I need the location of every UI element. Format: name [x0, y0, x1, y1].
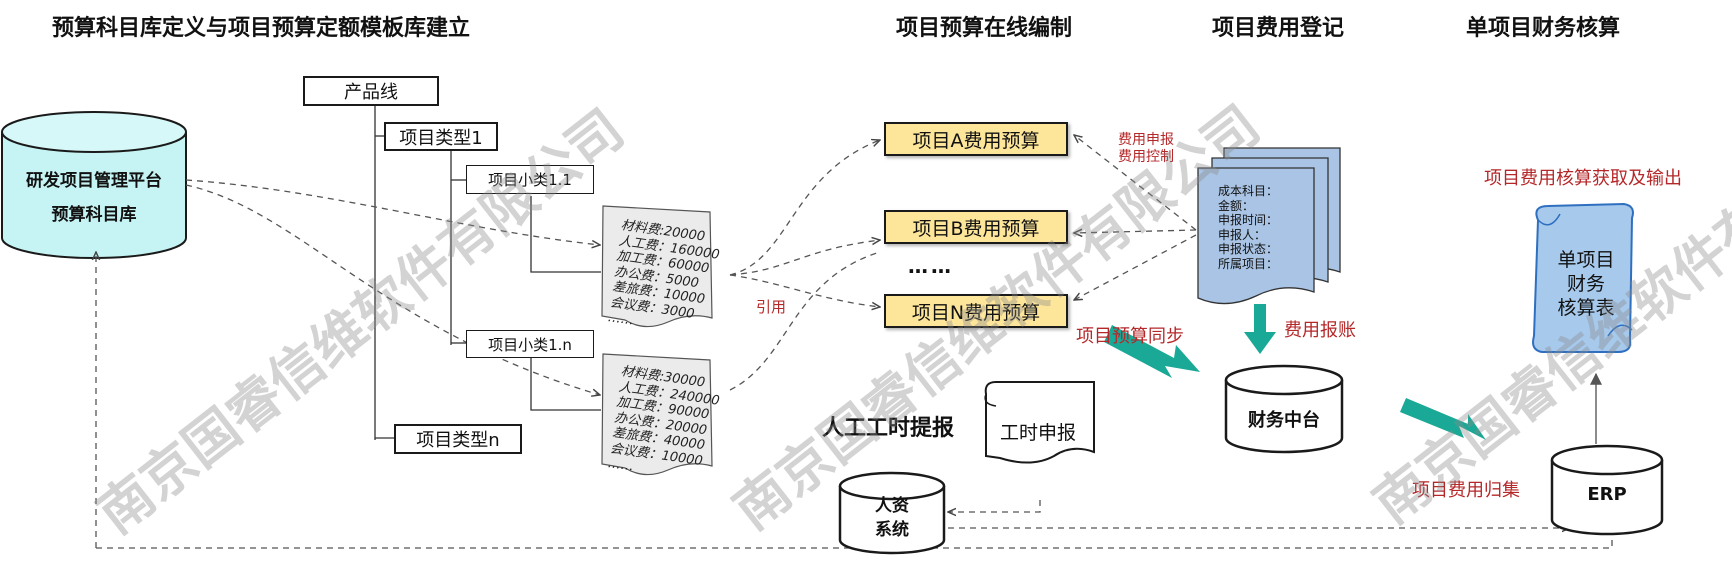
- budget-ellipsis: ……: [908, 254, 954, 278]
- doc-field: 申报时间：: [1218, 213, 1279, 227]
- tree-connectors: [374, 104, 601, 440]
- section-title-2: 项目预算在线编制: [896, 16, 1073, 41]
- expense-apply-line1: 费用申报: [1118, 132, 1174, 148]
- manhour-title: 人工工时提报: [822, 416, 955, 441]
- quote-label: 引用: [756, 298, 787, 316]
- dashed-flows-budgets: [729, 140, 880, 391]
- budget-sync-label: 项目预算同步: [1076, 326, 1184, 347]
- note-sheet-2: [601, 353, 713, 476]
- finance-platform-label: 财务中台: [1248, 410, 1320, 431]
- hr-label: 人资 系统: [840, 494, 944, 542]
- platform-label-line2: 预算科目库: [51, 205, 137, 225]
- teal-arrow-collect: [1400, 398, 1486, 440]
- teal-arrow-claim: [1244, 304, 1276, 354]
- tree-project-type-n: 项目类型n: [394, 424, 522, 454]
- document-fields: 成本科目： 金额： 申报时间： 申报人： 申报状态： 所属项目：: [1218, 184, 1278, 271]
- document-stack: [1197, 147, 1341, 305]
- scroll-shape: [1532, 202, 1634, 353]
- erp-cylinder: [1550, 444, 1664, 536]
- doc-field: 成本科目：: [1218, 184, 1279, 198]
- note-sheet-1: [601, 205, 713, 328]
- hr-cylinder: [838, 471, 946, 555]
- hr-label-line1: 人资: [875, 496, 909, 516]
- dashed-flows-hr: [948, 500, 1570, 528]
- note-list-1: 材料费:20000 人工费：160000 加工费：60000 办公费：5000 …: [607, 218, 723, 340]
- platform-cylinder: [0, 111, 187, 259]
- manhour-doc-label: 工时申报: [1000, 422, 1077, 444]
- scroll-label-line1: 单项目: [1557, 249, 1615, 271]
- tree-subtype-1-n: 项目小类1.n: [466, 330, 594, 358]
- erp-label: ERP: [1587, 484, 1627, 505]
- manhour-doc-shape: [984, 381, 1095, 464]
- expense-apply-line2: 费用控制: [1118, 149, 1174, 165]
- dashed-flows-docs: [1074, 135, 1197, 300]
- budget-n-box: 项目N费用预算: [884, 294, 1068, 328]
- doc-field: 所属项目：: [1218, 256, 1279, 271]
- cost-collect-label: 项目费用归集: [1412, 480, 1520, 501]
- teal-arrow-sync: [1104, 325, 1200, 378]
- scroll-label-line3: 核算表: [1557, 297, 1615, 319]
- doc-field: 申报人：: [1218, 227, 1267, 242]
- section-title-1: 预算科目库定义与项目预算定额模板库建立: [52, 16, 471, 41]
- tree-subtype-1-1: 项目小类1.1: [466, 165, 594, 194]
- platform-label: 研发项目管理平台 预算科目库: [2, 164, 186, 232]
- expense-claim-label: 费用报账: [1284, 320, 1356, 341]
- doc-field: 申报状态：: [1218, 242, 1279, 256]
- scroll-label: 单项目 财务 核算表: [1542, 248, 1630, 320]
- section-title-4: 单项目财务核算: [1466, 16, 1621, 41]
- finance-cylinder: [1224, 364, 1344, 454]
- budget-b-box: 项目B费用预算: [884, 210, 1068, 244]
- tree-product-line: 产品线: [303, 76, 439, 106]
- doc-field: 金额：: [1218, 198, 1255, 213]
- budget-a-box: 项目A费用预算: [884, 122, 1068, 156]
- expense-apply-label: 费用申报 费用控制: [1118, 132, 1174, 166]
- cost-output-label: 项目费用核算获取及输出: [1484, 168, 1682, 189]
- note-list-2: 材料费:30000 人工费：240000 加工费：90000 办公费：20000…: [607, 364, 723, 486]
- hr-label-line2: 系统: [875, 520, 909, 540]
- scroll-label-line2: 财务: [1566, 273, 1605, 295]
- tree-project-type-1: 项目类型1: [384, 122, 498, 151]
- platform-label-line1: 研发项目管理平台: [26, 171, 162, 191]
- section-title-3: 项目费用登记: [1212, 16, 1345, 41]
